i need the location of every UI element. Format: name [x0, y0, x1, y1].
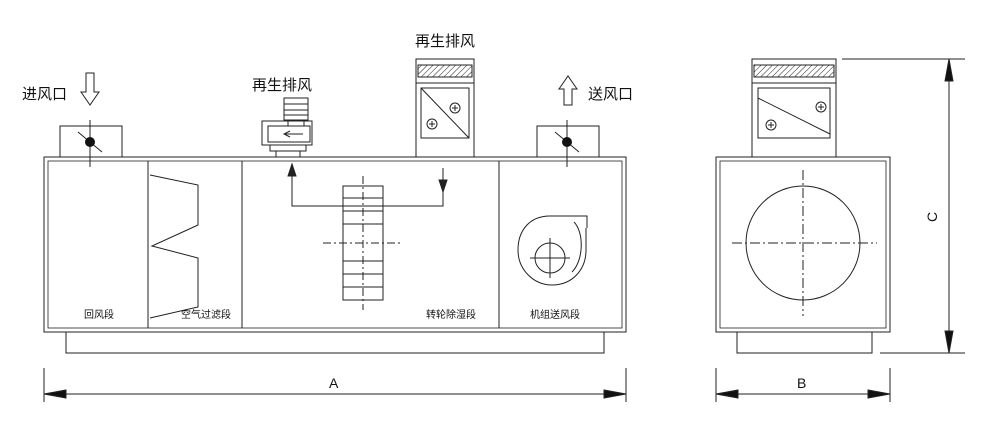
outlet-label: 送风口 — [588, 85, 633, 103]
dimension-a — [43, 368, 627, 402]
supply-fan-icon — [517, 215, 588, 286]
inlet-label: 进风口 — [22, 85, 67, 103]
section-filter-label: 空气过滤段 — [181, 308, 231, 321]
regen-exhaust-box — [415, 58, 475, 158]
section-rotor-label: 转轮除湿段 — [426, 308, 476, 321]
main-casing — [43, 156, 627, 333]
dimension-b-label: B — [797, 375, 806, 391]
outlet-damper-hub — [562, 137, 572, 147]
section-supply-fan-label: 机组送风段 — [530, 308, 580, 321]
inlet-damper-hub — [85, 137, 95, 147]
inlet-arrow-icon — [80, 72, 100, 106]
desiccant-rotor — [323, 176, 400, 310]
side-regen-exhaust-box — [751, 58, 837, 158]
base-frame — [65, 331, 605, 354]
front-view — [43, 58, 627, 354]
regen-exhaust-fan — [261, 97, 313, 158]
regen-air-path — [287, 162, 448, 207]
section-return-air-label: 回风段 — [84, 308, 114, 321]
side-view — [715, 58, 891, 354]
dimension-c — [842, 58, 965, 354]
dimension-b — [715, 368, 891, 402]
dimension-c-label: C — [924, 212, 940, 222]
regen-exhaust-box-label: 再生排风 — [415, 32, 475, 50]
side-base-frame — [736, 331, 873, 354]
filter-v-element — [149, 174, 199, 319]
regen-exhaust-fan-label: 再生排风 — [252, 76, 312, 94]
dimension-a-label: A — [329, 375, 339, 391]
outlet-arrow-icon — [558, 75, 578, 106]
